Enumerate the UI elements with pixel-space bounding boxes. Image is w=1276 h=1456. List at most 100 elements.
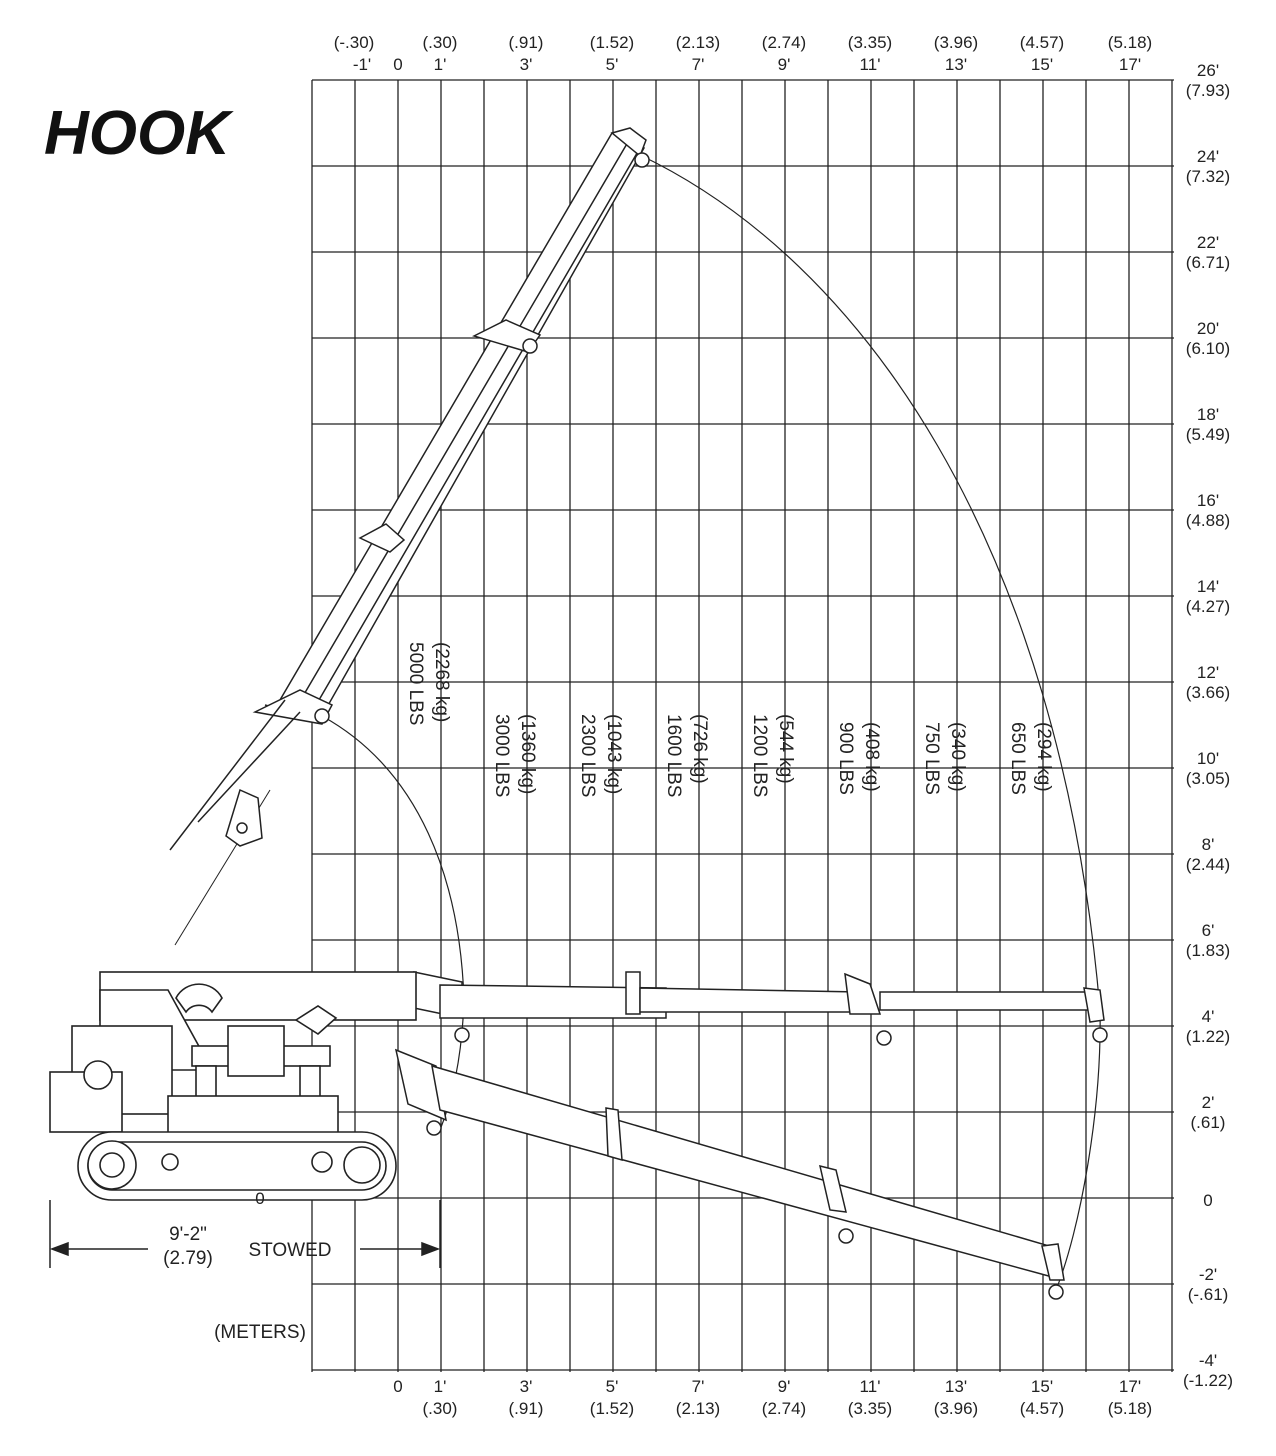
load-capacity-lbs: 750 LBS [921,722,942,795]
top-feet-label: 9' [778,55,791,74]
top-feet-label: 7' [692,55,705,74]
units-label: (METERS) [214,1322,306,1343]
y-meter-label: (2.44) [1186,855,1230,874]
bottom-feet-label: 17' [1119,1377,1141,1396]
y-feet-label: 18' [1197,405,1219,424]
top-feet-label: -1' [353,55,371,74]
top-feet-label: 1' [434,55,447,74]
load-capacity-kg: (726 kg) [689,714,710,784]
bottom-meter-label: (3.96) [934,1399,978,1418]
bottom-feet-label: 11' [860,1377,881,1396]
top-meter-label: (3.96) [934,33,978,52]
top-feet-label: 3' [520,55,533,74]
load-capacity-kg: (1360 kg) [517,714,538,794]
y-feet-label: 16' [1197,491,1219,510]
y-meter-label: (1.22) [1186,1027,1230,1046]
y-feet-label: 4' [1202,1007,1215,1026]
y-meter-label: (4.88) [1186,511,1230,530]
y-feet-label: 2' [1202,1093,1215,1112]
lowered-boom [394,1048,1065,1300]
load-capacity-lbs: 3000 LBS [491,714,512,797]
top-feet-label: 15' [1031,55,1053,74]
bottom-feet-label: 1' [434,1377,447,1396]
top-feet-label: 13' [945,55,967,74]
bottom-axis: 0 1' 3' 5' 7' 9' 11' 13' 15' 17' (.30) (… [393,1377,1152,1418]
top-meter-label: (4.57) [1020,33,1064,52]
load-capacity-kg: (340 kg) [947,722,968,792]
top-meter-label: (.91) [509,33,544,52]
y-meter-label: (5.49) [1186,425,1230,444]
crane-base [49,971,417,1201]
y-meter-label: (6.71) [1186,253,1230,272]
load-capacity-kg: (544 kg) [775,714,796,784]
load-capacity-kg: (1043 kg) [603,714,624,794]
load-capacity-lbs: 1600 LBS [663,714,684,797]
load-capacity-lbs: 650 LBS [1007,722,1028,795]
bottom-meter-label: (5.18) [1108,1399,1152,1418]
y-feet-label: 12' [1197,663,1219,682]
load-capacity-kg: (2268 kg) [431,642,452,722]
horizontal-boom [413,971,1108,1046]
y-feet-label: -2' [1199,1265,1217,1284]
stowed-label: STOWED [248,1240,331,1261]
top-feet-label: 5' [606,55,619,74]
y-meter-label: (.61) [1191,1113,1226,1132]
right-axis: 26' (7.93) 24' (7.32) 22' (6.71) 20' (6.… [1183,61,1233,1390]
bottom-feet-label: 0 [393,1377,402,1396]
top-meter-label: (-.30) [334,33,375,52]
y-meter-label: (7.93) [1186,81,1230,100]
y-feet-label: 6' [1202,921,1215,940]
bottom-meter-label: (.91) [509,1399,544,1418]
y-feet-label: -4' [1199,1351,1217,1370]
capacity-arcs [321,154,1101,1291]
bottom-meter-label: (4.57) [1020,1399,1064,1418]
top-feet-label: 17' [1119,55,1141,74]
y-feet-label: 26' [1197,61,1219,80]
base-zero-label: 0 [255,1189,264,1208]
bottom-meter-label: (3.35) [848,1399,892,1418]
load-zone-labels: 5000 LBS (2268 kg) 3000 LBS (1360 kg) 23… [405,642,1054,797]
bottom-meter-label: (.30) [423,1399,458,1418]
y-meter-label: (1.83) [1186,941,1230,960]
top-meter-label: (2.13) [676,33,720,52]
top-meter-label: (5.18) [1108,33,1152,52]
top-meter-label: (3.35) [848,33,892,52]
load-capacity-kg: (408 kg) [861,722,882,792]
bottom-meter-label: (1.52) [590,1399,634,1418]
stowed-length-feet: 9'-2" [169,1224,207,1245]
inner-capacity-arc [321,715,465,1131]
y-feet-label: 0 [1203,1191,1212,1210]
y-meter-label: (4.27) [1186,597,1230,616]
load-capacity-lbs: 2300 LBS [577,714,598,797]
y-meter-label: (3.05) [1186,769,1230,788]
bottom-feet-label: 15' [1031,1377,1053,1396]
bottom-feet-label: 3' [520,1377,533,1396]
top-feet-label: 0 [393,55,402,74]
bottom-feet-label: 7' [692,1377,705,1396]
y-meter-label: (-1.22) [1183,1371,1233,1390]
bottom-feet-label: 5' [606,1377,619,1396]
top-meter-label: (1.52) [590,33,634,52]
chart-title: HOOK [44,99,230,168]
raised-boom [169,127,650,946]
y-meter-label: (6.10) [1186,339,1230,358]
y-meter-label: (7.32) [1186,167,1230,186]
load-capacity-lbs: 5000 LBS [405,642,426,725]
load-capacity-kg: (294 kg) [1033,722,1054,792]
stowed-dimension [49,1200,441,1268]
y-feet-label: 14' [1197,577,1219,596]
y-feet-label: 24' [1197,147,1219,166]
bottom-feet-label: 13' [945,1377,967,1396]
load-capacity-lbs: 1200 LBS [749,714,770,797]
y-feet-label: 22' [1197,233,1219,252]
top-axis: (-.30) (.30) (.91) (1.52) (2.13) (2.74) … [334,33,1153,74]
y-feet-label: 20' [1197,319,1219,338]
load-capacity-lbs: 900 LBS [835,722,856,795]
bottom-feet-label: 9' [778,1377,791,1396]
bottom-meter-label: (2.74) [762,1399,806,1418]
y-feet-label: 8' [1202,835,1215,854]
outer-capacity-arc [639,154,1101,1291]
y-meter-label: (3.66) [1186,683,1230,702]
